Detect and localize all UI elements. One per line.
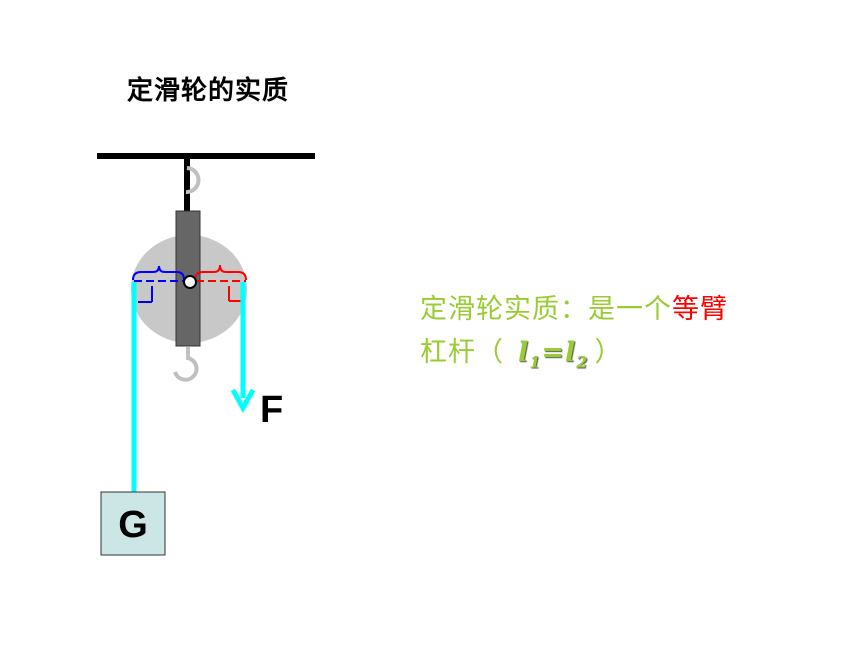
conclusion-text: 定滑轮实质：是一个等臂 杠杆（l1=l2） — [420, 288, 800, 383]
formula-l1-letter: l — [518, 337, 530, 368]
formula-subscript-2: 2 — [576, 352, 589, 372]
pulley-axle — [183, 275, 197, 289]
formula-l2-letter: l — [565, 337, 577, 368]
statement-prefix: 定滑轮实质：是一个 — [420, 294, 672, 325]
force-arrow — [230, 282, 256, 414]
top-hook — [184, 158, 201, 212]
equal-arm-formula: l1=l2 — [504, 337, 594, 372]
force-label: F — [260, 389, 283, 431]
formula-equals: = — [541, 337, 566, 368]
weight-label: G — [118, 504, 148, 546]
statement-highlight: 等臂 — [672, 294, 728, 325]
formula-subscript-1: 1 — [529, 352, 542, 372]
left-arm-l1 — [132, 265, 185, 303]
weight-box — [100, 491, 166, 556]
bottom-hook — [173, 347, 199, 382]
statement-line2-end: ） — [594, 337, 623, 368]
statement-line2-start: 杠杆（ — [420, 337, 504, 368]
page-title: 定滑轮的实质 — [127, 76, 290, 106]
